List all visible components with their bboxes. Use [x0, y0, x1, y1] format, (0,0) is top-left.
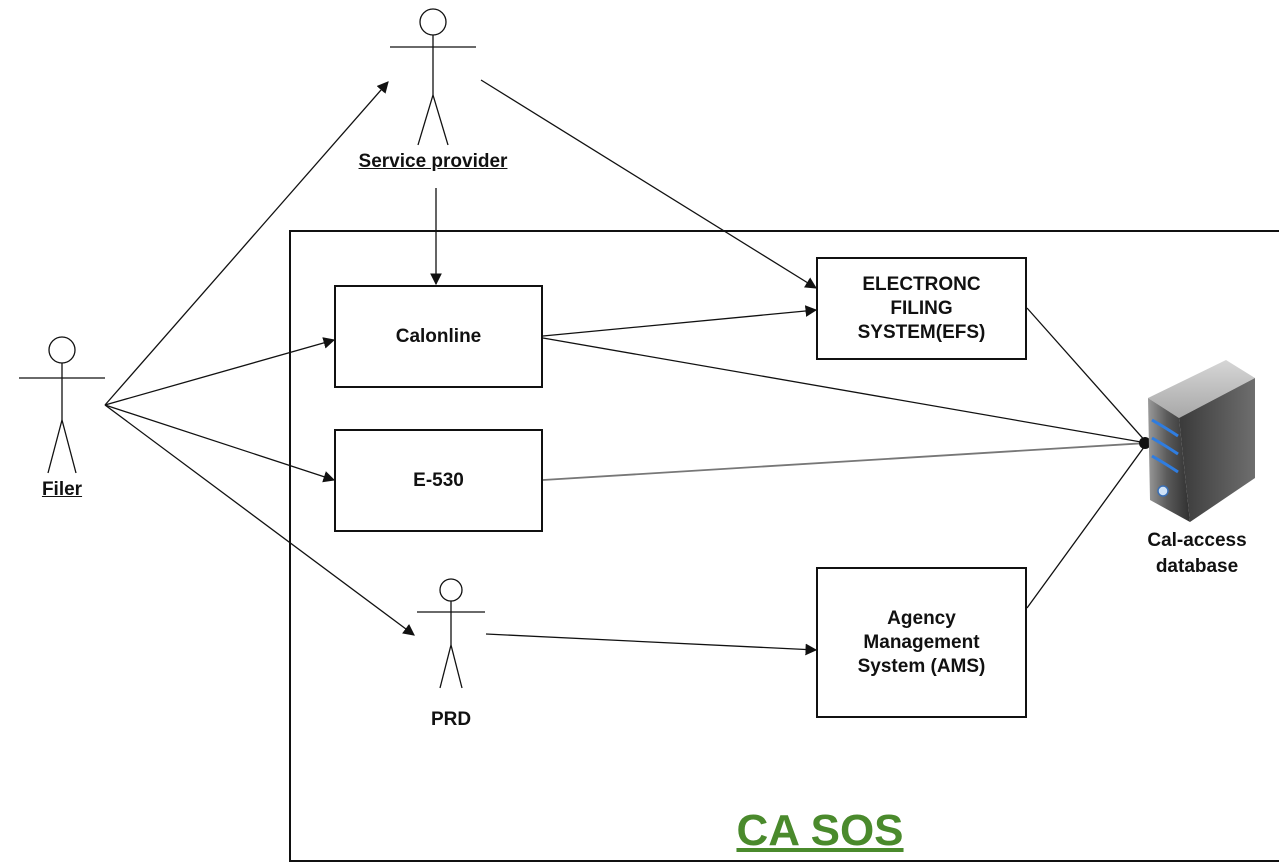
database-label-line-2: database	[1155, 556, 1239, 577]
service-provider-actor-icon	[390, 8, 476, 146]
ams-label-line-1: Agency	[887, 607, 956, 629]
edge-e530-db	[542, 442, 1148, 481]
prd-label: PRD	[430, 709, 472, 730]
prd-actor-icon	[417, 578, 485, 689]
e530-label: E-530	[413, 469, 464, 491]
filer-label: Filer	[41, 479, 83, 500]
efs-box: ELECTRONC FILING SYSTEM(EFS)	[816, 257, 1027, 360]
db-junction-dot	[1139, 437, 1151, 449]
ams-label-line-3: System (AMS)	[857, 655, 986, 677]
service-provider-label: Service provider	[358, 151, 508, 172]
edge-ams-db	[1026, 442, 1148, 609]
edge-filer-e530	[104, 404, 336, 483]
edge-filer-service-provider	[104, 81, 389, 406]
efs-label-line-1: ELECTRONC	[862, 273, 981, 295]
calonline-box: Calonline	[334, 285, 543, 388]
edge-calonline-db	[542, 337, 1148, 444]
system-title: CA SOS	[736, 806, 904, 855]
database-label-line-1: Cal-access	[1147, 530, 1247, 551]
ams-label-line-2: Management	[863, 631, 980, 653]
efs-label-line-3: SYSTEM(EFS)	[857, 321, 986, 343]
edge-filer-calonline	[104, 337, 336, 406]
calonline-label: Calonline	[395, 325, 482, 347]
e530-box: E-530	[334, 429, 543, 532]
database-label: Cal-access database	[1122, 528, 1272, 580]
edge-service-provider-efs	[480, 79, 817, 289]
edge-calonline-efs	[542, 305, 818, 337]
server-database-icon	[1148, 360, 1255, 522]
ams-box: Agency Management System (AMS)	[816, 567, 1027, 718]
edge-filer-prd	[104, 404, 415, 636]
filer-actor-icon	[19, 336, 105, 474]
edge-efs-db	[1026, 307, 1148, 444]
edge-prd-ams	[485, 633, 818, 656]
efs-label-line-2: FILING	[890, 297, 953, 319]
